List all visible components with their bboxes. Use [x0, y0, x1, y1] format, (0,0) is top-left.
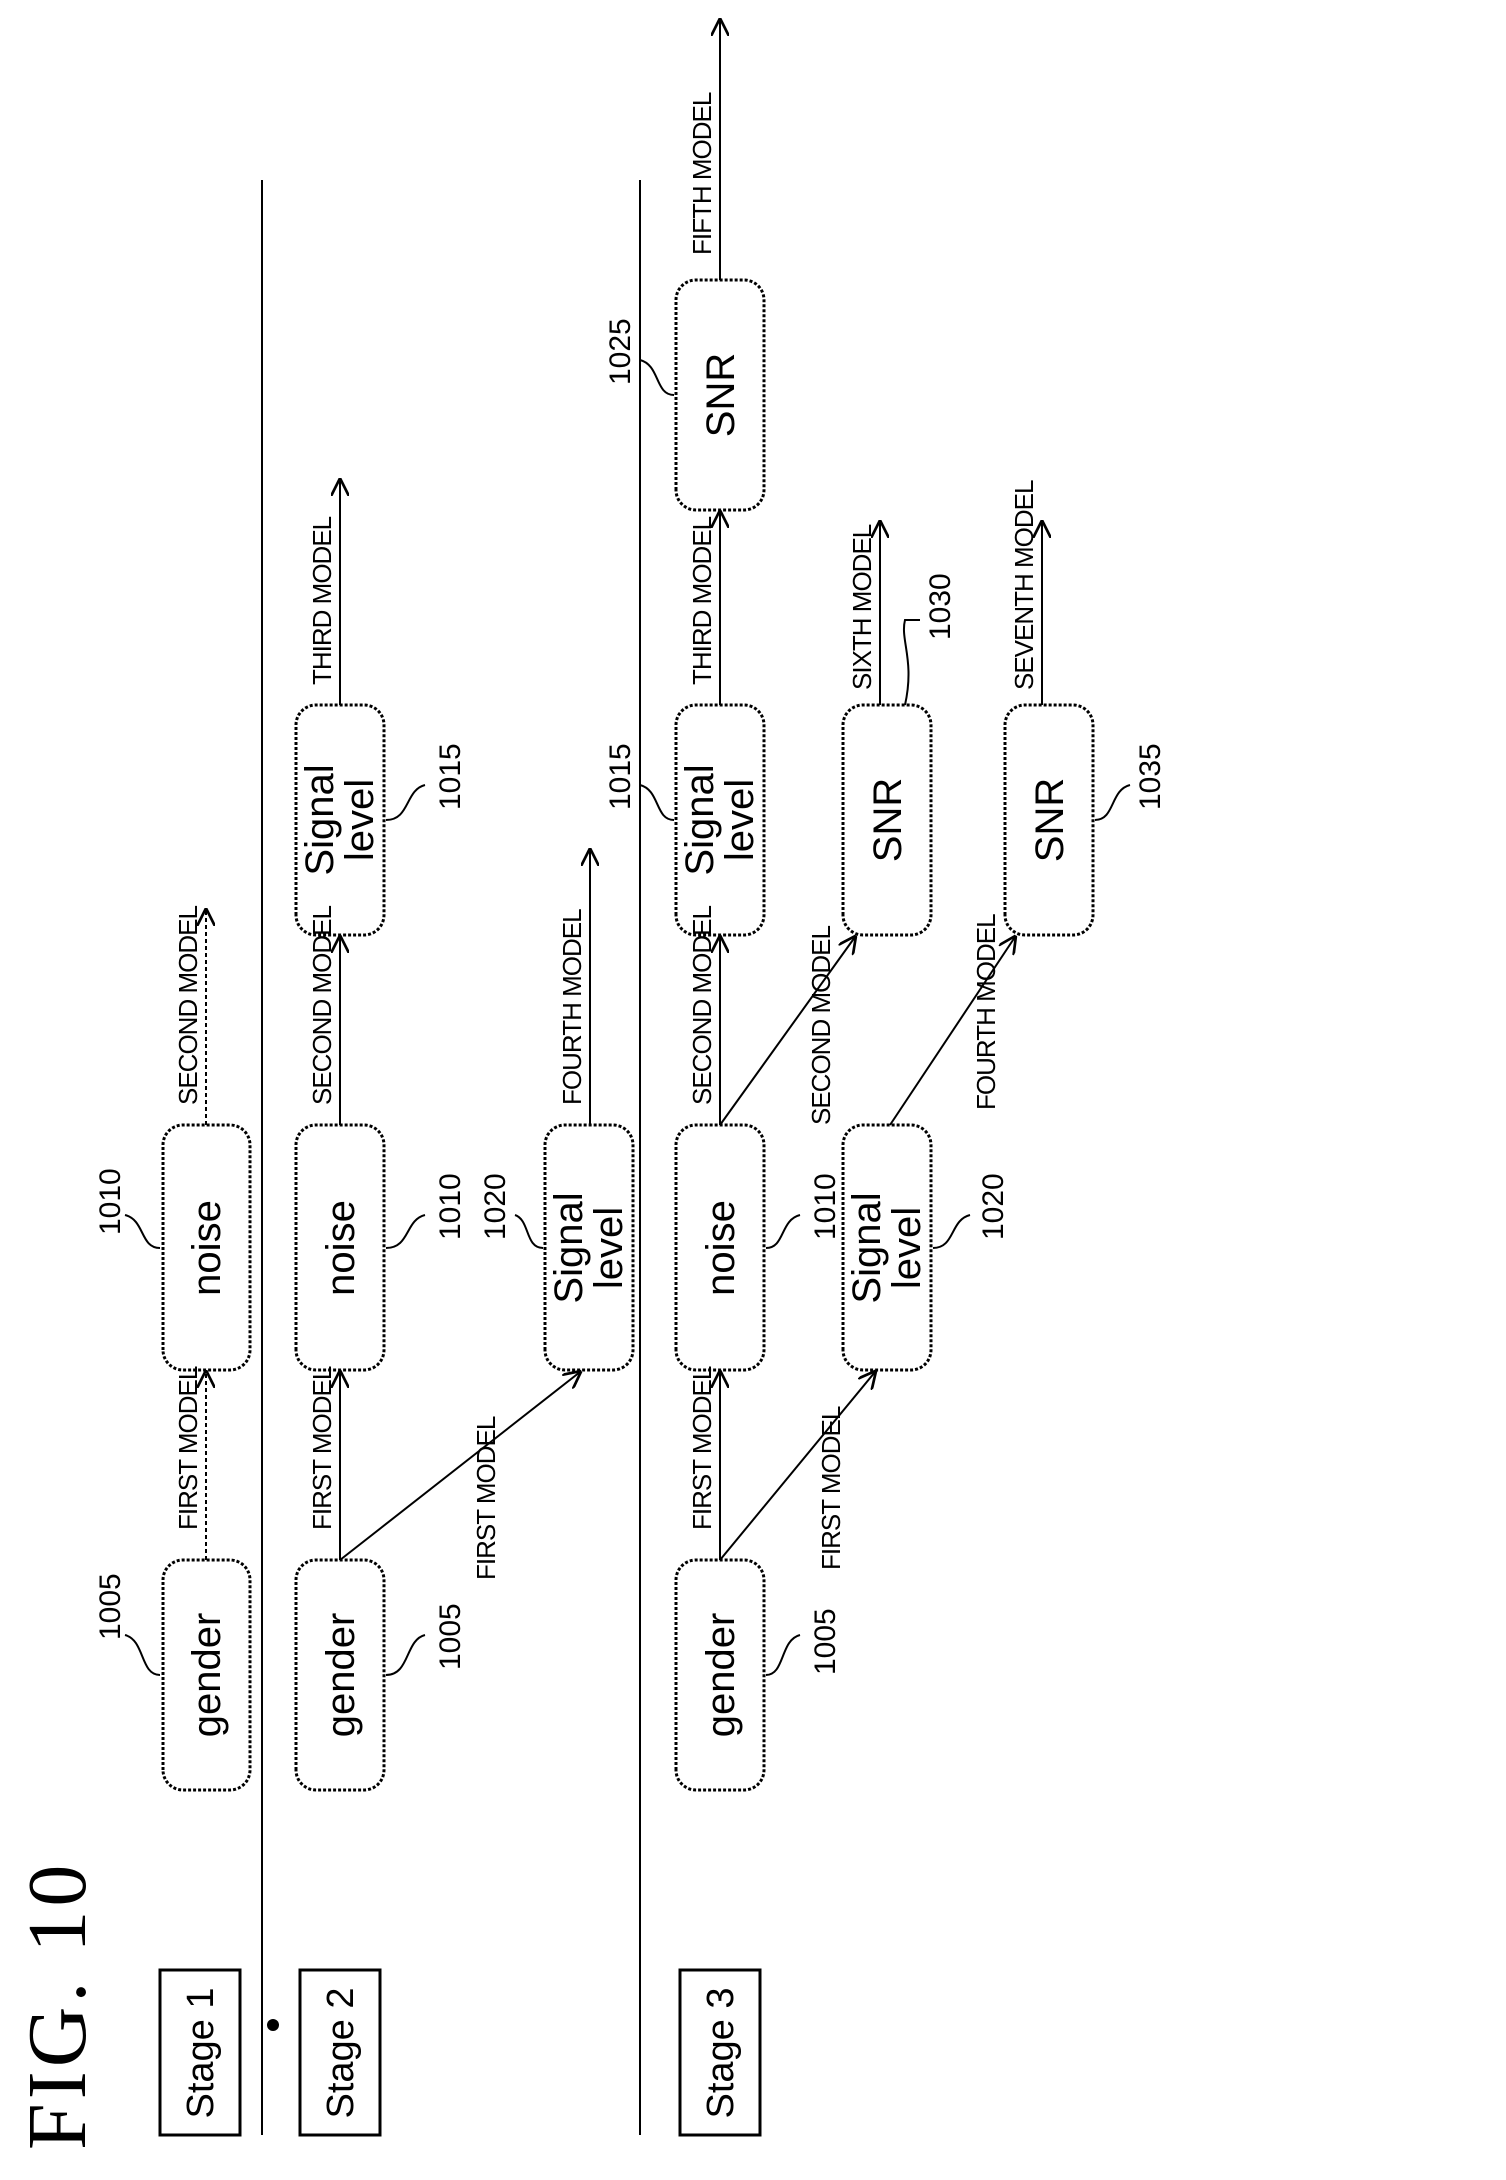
leader-1005: [386, 1635, 425, 1675]
ref-1010: 1010: [809, 1173, 842, 1240]
leader-1025: [640, 360, 674, 395]
edge-label-third-model: THIRD MODEL: [307, 516, 337, 685]
edge-label-second-model: SECOND MODEL: [687, 906, 717, 1105]
edge-label-first-model: FIRST MODEL: [687, 1366, 717, 1530]
signal-level-label-line2: level: [718, 779, 762, 861]
leader-1020: [515, 1215, 543, 1248]
edge-label-second-model: SECOND MODEL: [307, 906, 337, 1105]
edge-label-sixth-model: SIXTH MODEL: [847, 524, 877, 690]
noise-node-label: noise: [699, 1200, 743, 1296]
leader-1010: [386, 1215, 425, 1248]
ref-1035: 1035: [1134, 743, 1167, 810]
leader-1015: [386, 785, 425, 820]
edge-label-fourth-model: FOURTH MODEL: [557, 909, 587, 1105]
leader-1030: [904, 620, 920, 705]
stage-3-row: Stage 3 gender noise Signal level SNR Si…: [604, 20, 1167, 2135]
gender-node-label: gender: [185, 1613, 229, 1738]
signal-level-label-line2: level: [885, 1207, 929, 1289]
edge-label-second-model: SECOND MODEL: [806, 926, 836, 1125]
stage-2-label: Stage 2: [320, 1988, 362, 2119]
signal-level-label-line1: Signal: [845, 1192, 889, 1303]
ref-1010: 1010: [94, 1168, 127, 1235]
ref-1010: 1010: [434, 1173, 467, 1240]
leader-1010: [125, 1215, 160, 1248]
ref-1015: 1015: [604, 743, 637, 810]
signal-level-label-line1: Signal: [678, 764, 722, 875]
leader-1005: [125, 1635, 160, 1675]
leader-1010: [766, 1215, 800, 1248]
ref-1025: 1025: [604, 318, 637, 385]
edge-label-second-model: SECOND MODEL: [173, 906, 203, 1105]
ref-1020: 1020: [479, 1173, 512, 1240]
edge-label-first-model: FIRST MODEL: [471, 1416, 501, 1580]
edge-label-first-model: FIRST MODEL: [173, 1366, 203, 1530]
ref-1005: 1005: [434, 1603, 467, 1670]
gender-node-label: gender: [319, 1613, 363, 1738]
stage-2-row: Stage 2 gender noise Signal level Signal…: [296, 480, 633, 2135]
signal-level-label-line1: Signal: [298, 764, 342, 875]
figure-title: FIG. 10: [11, 1861, 104, 2150]
edge-label-first-model: FIRST MODEL: [816, 1406, 846, 1570]
leader-1020: [933, 1215, 970, 1248]
noise-node-label: noise: [185, 1200, 229, 1296]
edge-label-fifth-model: FIFTH MODEL: [687, 92, 717, 255]
stage-1-row: Stage 1 gender noise FIRST MODEL SECOND …: [94, 906, 250, 2135]
ref-1020: 1020: [977, 1173, 1010, 1240]
signal-level-label-line2: level: [587, 1207, 631, 1289]
ref-1005: 1005: [809, 1608, 842, 1675]
ref-1005: 1005: [94, 1573, 127, 1640]
snr-node-label: SNR: [1028, 778, 1072, 862]
edge-label-third-model: THIRD MODEL: [687, 516, 717, 685]
gender-node-label: gender: [699, 1613, 743, 1738]
snr-node-label: SNR: [699, 353, 743, 437]
stage-1-label: Stage 1: [180, 1988, 222, 2119]
edge-first-model-branch: [720, 1372, 875, 1560]
edge-label-first-model: FIRST MODEL: [307, 1366, 337, 1530]
ref-1030: 1030: [924, 573, 957, 640]
edge-label-fourth-model: FOURTH MODEL: [971, 914, 1001, 1110]
signal-level-label-line2: level: [338, 779, 382, 861]
leader-1015: [640, 785, 674, 820]
edge-label-seventh-model: SEVENTH MODEL: [1009, 480, 1039, 690]
signal-level-label-line1: Signal: [547, 1192, 591, 1303]
ref-1015: 1015: [434, 743, 467, 810]
stage-3-label: Stage 3: [700, 1988, 742, 2119]
noise-node-label: noise: [319, 1200, 363, 1296]
snr-node-label: SNR: [866, 778, 910, 862]
leader-1005: [766, 1635, 800, 1675]
leader-1035: [1095, 785, 1130, 820]
edge-first-model-branch: [340, 1372, 580, 1560]
